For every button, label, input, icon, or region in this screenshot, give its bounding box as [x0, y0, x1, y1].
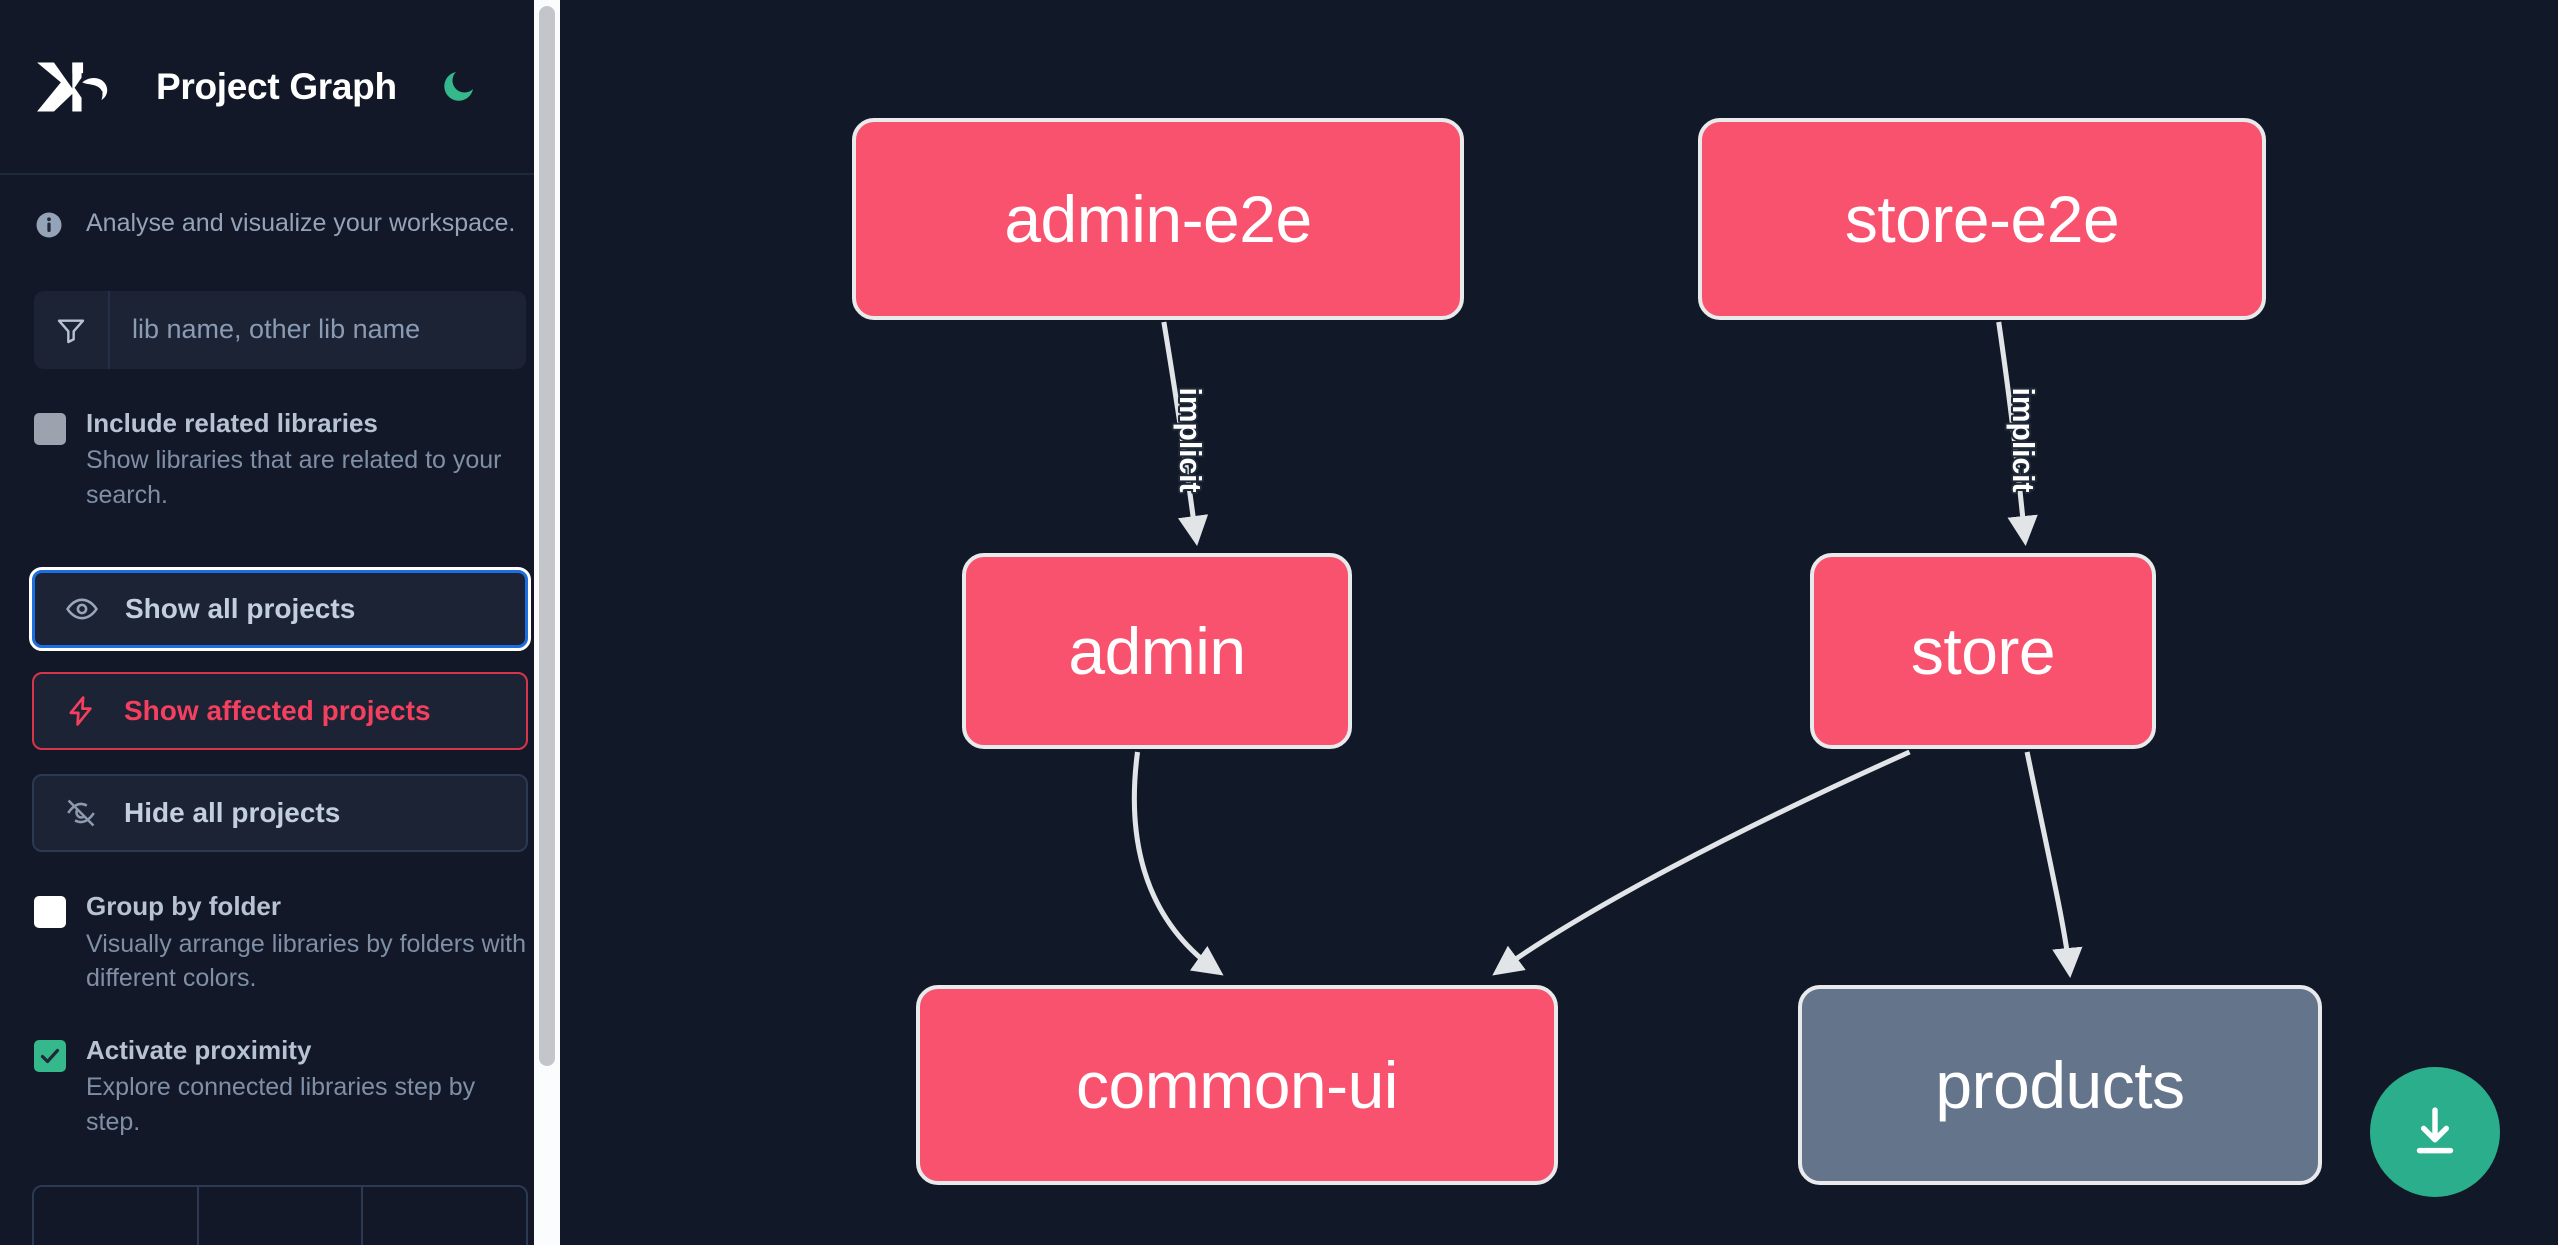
graph-node-admin-e2e[interactable]: admin-e2e: [852, 118, 1464, 320]
sidebar-info-text: Analyse and visualize your workspace.: [86, 209, 516, 237]
sidebar-scrollbar-thumb[interactable]: [539, 6, 555, 1066]
graph-node-products[interactable]: products: [1798, 985, 2322, 1185]
group-by-folder-description: Visually arrange libraries by folders wi…: [86, 929, 527, 993]
group-by-folder-checkbox[interactable]: [34, 896, 66, 929]
edge-store-to-products: [2024, 751, 2083, 978]
checkbox-row-group-by-folder[interactable]: Group by folder Visually arrange librari…: [0, 890, 560, 996]
search-bar: [34, 290, 526, 369]
edge-store-e2e-to-store: [1996, 321, 2038, 546]
include-related-libraries-label: Include related libraries: [86, 407, 378, 438]
filter-funnel-icon[interactable]: [34, 290, 110, 369]
sidebar-scroll-area[interactable]: Project Graph Analyse and visualize your…: [0, 0, 560, 1245]
download-image-button[interactable]: [2370, 1067, 2500, 1197]
graph-edges: implicit implicit: [1131, 321, 2083, 978]
moon-icon[interactable]: [435, 64, 481, 110]
graph-node-store[interactable]: store: [1810, 553, 2156, 749]
show-affected-projects-label: Show affected projects: [124, 695, 431, 727]
show-all-projects-label: Show all projects: [125, 593, 356, 625]
search-input[interactable]: [110, 290, 526, 369]
edge-store-to-common-ui: [1492, 749, 1911, 976]
sidebar: Project Graph Analyse and visualize your…: [0, 0, 560, 1245]
group-by-folder-label: Group by folder: [86, 891, 281, 922]
project-visibility-buttons: Show all projects Show affected projects…: [0, 567, 560, 853]
proximity-segmented-control[interactable]: [32, 1185, 528, 1245]
seg-option-3[interactable]: [363, 1187, 526, 1245]
activate-proximity-checkbox[interactable]: [34, 1039, 66, 1072]
seg-option-2[interactable]: [199, 1187, 364, 1245]
activate-proximity-label: Activate proximity: [86, 1034, 312, 1065]
edge-admin-e2e-to-admin: [1161, 321, 1209, 546]
sidebar-info: Analyse and visualize your workspace.: [0, 175, 560, 241]
include-related-libraries-description: Show libraries that are related to your …: [86, 446, 502, 509]
graph-node-admin[interactable]: admin: [962, 553, 1352, 749]
show-affected-projects-button[interactable]: Show affected projects: [32, 672, 528, 751]
show-all-projects-button[interactable]: Show all projects: [29, 567, 531, 652]
checkbox-row-include-related-libraries[interactable]: Include related libraries Show libraries…: [0, 407, 560, 513]
sidebar-header: Project Graph: [0, 0, 560, 175]
hide-all-projects-button[interactable]: Hide all projects: [32, 774, 528, 853]
hide-all-projects-label: Hide all projects: [124, 797, 341, 829]
page-title: Project Graph: [156, 65, 397, 107]
graph-node-common-ui[interactable]: common-ui: [916, 985, 1558, 1185]
activate-proximity-description: Explore connected libraries step by step…: [86, 1073, 476, 1136]
edge-admin-to-common-ui: [1131, 751, 1224, 976]
download-icon: [2416, 1107, 2454, 1154]
checkbox-row-activate-proximity[interactable]: Activate proximity Explore connected lib…: [0, 1034, 560, 1140]
graph-node-store-e2e[interactable]: store-e2e: [1698, 118, 2266, 320]
sidebar-scrollbar[interactable]: [534, 0, 560, 1245]
info-circle-icon: [34, 210, 64, 240]
seg-option-1[interactable]: [34, 1187, 199, 1245]
include-related-libraries-checkbox[interactable]: [34, 412, 66, 445]
nx-logo-icon: [34, 56, 126, 118]
edge-label-implicit-admin: implicit: [1173, 388, 1206, 493]
edge-label-implicit-store: implicit: [2006, 388, 2039, 493]
graph-canvas[interactable]: implicit implicit admin-e2e store-e2e ad…: [560, 0, 2558, 1245]
